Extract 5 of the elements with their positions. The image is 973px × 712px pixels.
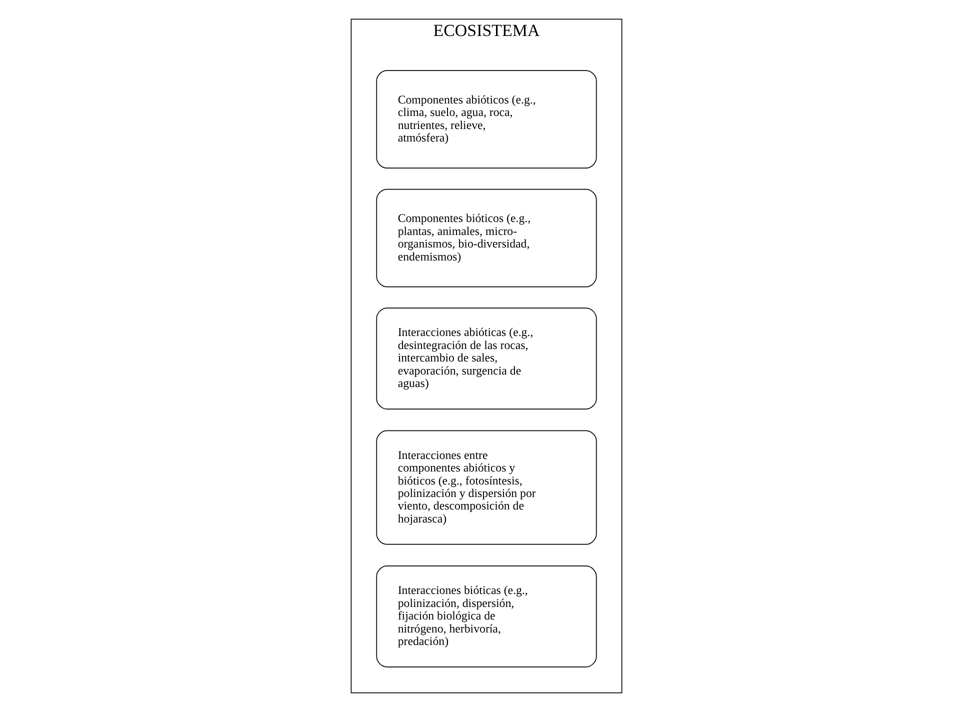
node-box: Componentes abióticos (e.g., clima, suelo, agua, roca, nutrientes, relieve, atmósfera): [376, 70, 597, 168]
node-box: Componentes bióticos (e.g., plantas, animales, micro-organismos, bio-diversidad, endemismos): [376, 188, 597, 288]
node-box: Interacciones abióticas (e.g., desintegración de las rocas, intercambio de sales, evaporación, surgencia de aguas): [376, 308, 597, 410]
node-box: Interacciones bióticas (e.g., polinización, dispersión, fijación biológica de nitrógeno, herbivoría, predación): [376, 566, 597, 668]
node-box: Interacciones entre componentes abióticos y bióticos (e.g., fotosíntesis, polinización y dispersión por viento, descomposición de hojarasca): [376, 430, 597, 545]
